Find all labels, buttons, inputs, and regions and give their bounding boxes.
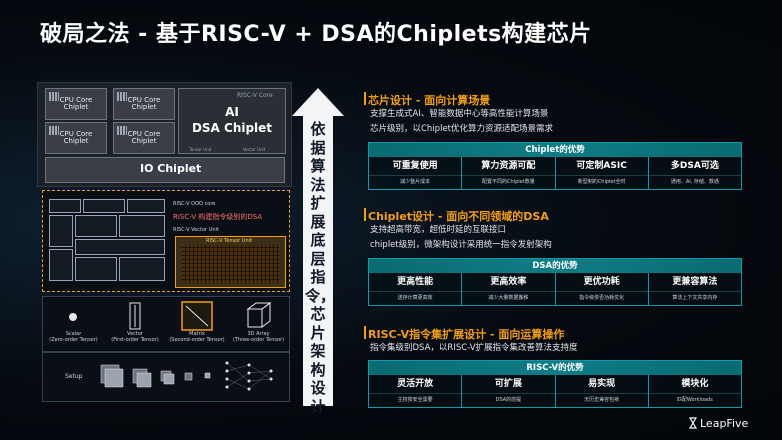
dsa-chiplet: RISC-V Core AI DSA Chiplet Tensor Unit V… [178, 88, 286, 154]
section-desc: chiplet级别，微架构设计采用统一指令发射架构 [370, 240, 552, 250]
cube-icon [246, 302, 272, 328]
advantage-item: 算力资源可配配置不同的Chiplet数量 [462, 157, 556, 189]
section-title: RISC-V指令集扩展设计 - 面向运算操作 [368, 328, 565, 341]
core-blocks [49, 199, 165, 283]
scalar-icon [69, 313, 77, 321]
tensor-matrix: Matrix(Second-order Tensor) [166, 297, 228, 351]
section-marker [364, 326, 366, 339]
advantage-item: 更优功耗指令级依否功耗优化 [555, 273, 649, 305]
advantage-item: 易实现无历史兼容包袱 [555, 375, 649, 407]
section-title: Chiplet设计 - 面向不同领域的DSA [368, 210, 549, 223]
leapfive-logo-icon [688, 417, 698, 429]
io-chiplet: IO Chiplet [45, 157, 285, 183]
tensor-3d: 3D Array(Three-order Tensor) [228, 297, 289, 351]
section-desc: 指令集级别DSA，以RISC-V扩展指令集改善算法支持度 [370, 343, 578, 353]
advantage-table: DSA的优势 更高性能送存计算更高效 更高效率减少大量数据搬移 更优功耗指令级依… [368, 258, 742, 306]
riscv-tensor-unit: RISC-V Tensor Unit [175, 236, 286, 288]
advantage-title: DSA的优势 [369, 259, 741, 273]
riscv-core-diagram: RISC-V OOO core RISC-V 构建指令级别的DSA RISC-V… [42, 190, 290, 292]
section-desc: 支撑生成式AI、智能数据中心等高性能计算场景 [370, 109, 549, 119]
advantage-item: 模块化匹配Workloads [648, 375, 741, 407]
arrow-shaft [303, 114, 333, 406]
advantage-item: 更兼容算法算法上下文共享内存 [648, 273, 741, 305]
matrix-icon [181, 301, 213, 331]
tensor-scalar: Scalar(Zero-order Tensor) [43, 297, 104, 351]
advantage-item: 可重复使用减少整片成本 [369, 157, 463, 189]
chip-grid-icon [49, 92, 59, 101]
tensor-grid [182, 245, 279, 283]
model-setup-diagram: Setup [42, 352, 290, 402]
page-title: 破局之法 - 基于RISC-V + DSA的Chiplets构建芯片 [40, 22, 592, 47]
vector-icon [129, 302, 141, 330]
chip-grid-icon [49, 126, 59, 135]
chip-grid-icon [117, 126, 127, 135]
brand-logo: LeapFive [700, 417, 749, 430]
arrow-up-icon [292, 88, 344, 116]
cnn-layers-icon [100, 361, 273, 391]
section-desc: 支持超高带宽，超低时延的互联接口 [370, 225, 507, 235]
advantage-item: 更高性能送存计算更高效 [369, 273, 463, 305]
advantage-title: Chiplet的优势 [369, 143, 741, 157]
advantage-item: 灵活开放主权按安全需要 [369, 375, 463, 407]
advantage-item: 更高效率减少大量数据搬移 [462, 273, 556, 305]
section-desc: 芯片级别，以Chiplet优化算力资源适配场景需求 [370, 124, 554, 134]
section-marker [364, 92, 366, 105]
advantage-item: 多DSA可选通用、AI, 存储、数通 [648, 157, 741, 189]
chip-grid-icon [117, 92, 127, 101]
advantage-table: Chiplet的优势 可重复使用减少整片成本 算力资源可配配置不同的Chiple… [368, 142, 742, 190]
tensor-vector: Vector(First-order Tensor) [104, 297, 166, 351]
section-title: 芯片设计 - 面向计算场景 [368, 94, 491, 107]
tensor-types: Scalar(Zero-order Tensor) Vector(First-o… [42, 296, 290, 352]
section-marker [364, 208, 366, 221]
advantage-title: RISC-V的优势 [369, 361, 741, 375]
arrow-label: 依据算法扩展底层指令，芯片架构设计 [305, 120, 336, 416]
